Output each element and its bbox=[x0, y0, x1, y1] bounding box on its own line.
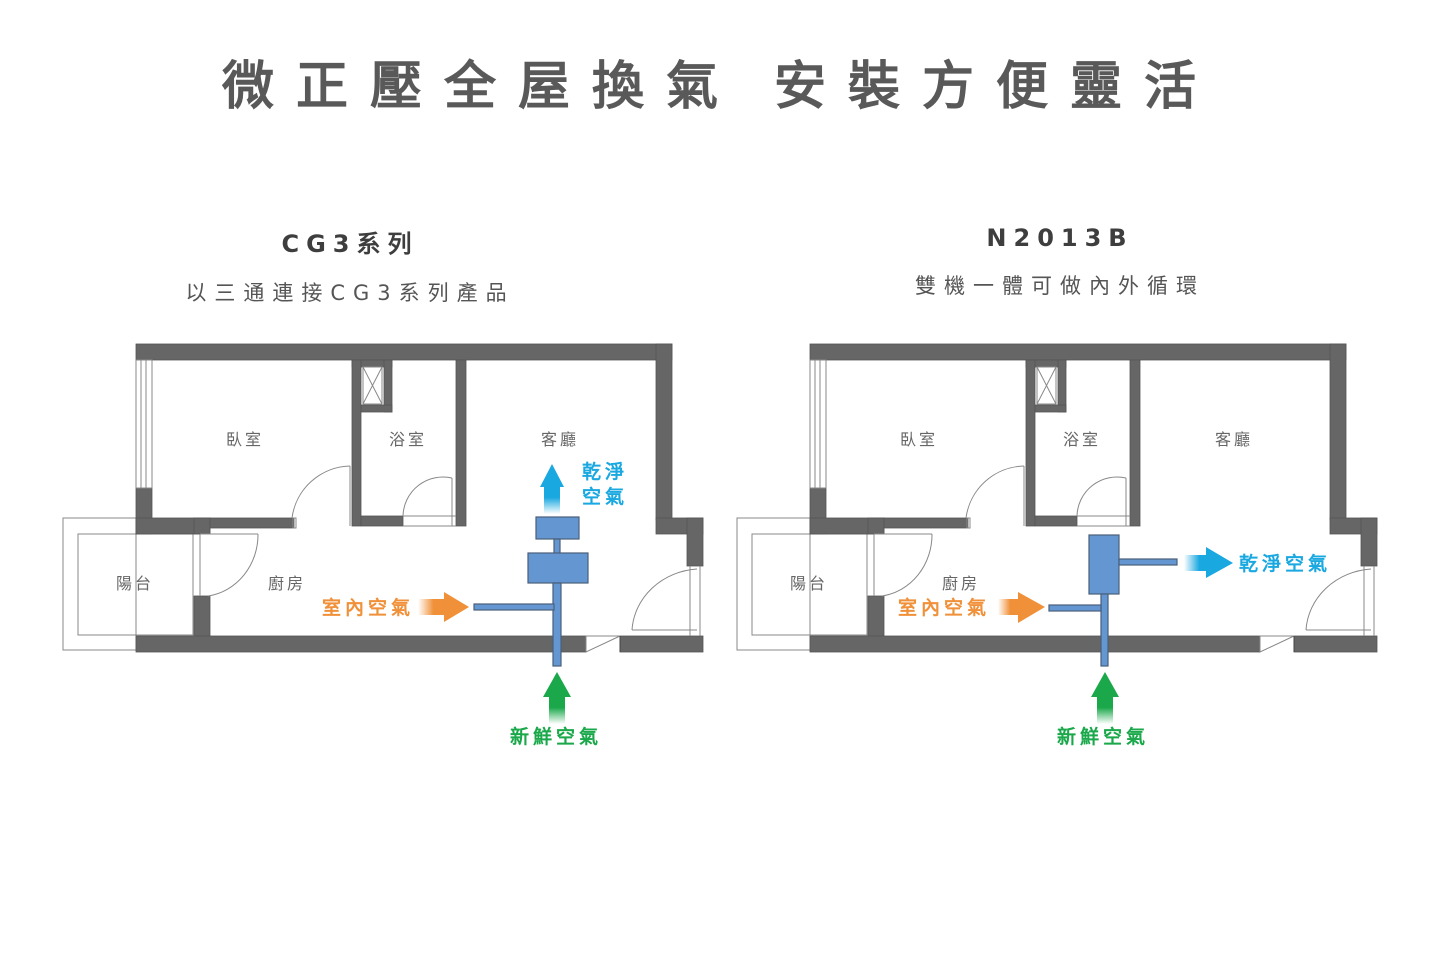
indoor-air-arrow-icon bbox=[418, 592, 469, 622]
fresh-air-arrow-icon bbox=[543, 672, 571, 724]
fresh-air-unit bbox=[527, 552, 589, 584]
indoor-air-arrow-icon bbox=[998, 592, 1045, 623]
clean-air-arrow-icon bbox=[540, 464, 564, 514]
page-title: 微正壓全屋換氣安裝方便靈活 bbox=[0, 44, 1440, 119]
indoor-air-duct bbox=[1048, 604, 1102, 612]
fresh-air-label: 新鮮空氣 bbox=[510, 725, 602, 748]
clean-air-arrow-icon bbox=[1184, 547, 1233, 578]
indoor-air-label: 室內空氣 bbox=[898, 596, 990, 619]
plan-header-n2013b: N2013B 雙機一體可做內外循環 bbox=[780, 224, 1340, 300]
clean-air-label: 乾淨空氣 bbox=[1239, 552, 1331, 575]
floor-plan-n2013b: 臥室 浴室 客廳 陽台 廚房 乾淨空氣 室內空氣 新鮮空氣 bbox=[736, 343, 1378, 748]
title-part-1: 微正壓全屋換氣 bbox=[221, 57, 740, 117]
model-name: CG3系列 bbox=[281, 230, 419, 258]
clean-air-duct bbox=[1118, 558, 1178, 566]
plan-header-cg3: CG3系列 以三通連接CG3系列產品 bbox=[100, 224, 600, 307]
clean-air-label-line2: 空氣 bbox=[582, 485, 628, 508]
ventilation-ducts bbox=[473, 516, 589, 667]
dual-unit bbox=[1088, 534, 1120, 595]
title-part-2: 安裝方便靈活 bbox=[774, 57, 1219, 117]
room-label-living: 客廳 bbox=[541, 430, 579, 449]
fresh-air-arrow-icon bbox=[1091, 672, 1119, 724]
room-label-living: 客廳 bbox=[1215, 430, 1253, 449]
room-label-bathroom: 浴室 bbox=[389, 430, 427, 449]
room-label-bedroom: 臥室 bbox=[900, 430, 938, 449]
model-description: 雙機一體可做內外循環 bbox=[915, 274, 1205, 298]
model-name: N2013B bbox=[986, 224, 1134, 252]
purifier-unit bbox=[535, 516, 580, 540]
room-label-balcony: 陽台 bbox=[790, 574, 828, 593]
floor-plan-cg3: 臥室 浴室 客廳 陽台 廚房 乾淨 空氣 室內空氣 新 bbox=[62, 343, 704, 748]
model-description: 以三通連接CG3系列產品 bbox=[185, 281, 515, 305]
room-label-kitchen: 廚房 bbox=[268, 574, 306, 593]
clean-air-label-line1: 乾淨 bbox=[582, 460, 628, 483]
room-label-bedroom: 臥室 bbox=[226, 430, 264, 449]
room-label-bathroom: 浴室 bbox=[1063, 430, 1101, 449]
tee-duct bbox=[473, 603, 555, 611]
room-label-kitchen: 廚房 bbox=[942, 574, 980, 593]
fresh-air-label: 新鮮空氣 bbox=[1057, 725, 1149, 748]
ventilation-ducts bbox=[1048, 534, 1178, 667]
indoor-air-label: 室內空氣 bbox=[322, 596, 414, 619]
room-label-balcony: 陽台 bbox=[116, 574, 154, 593]
